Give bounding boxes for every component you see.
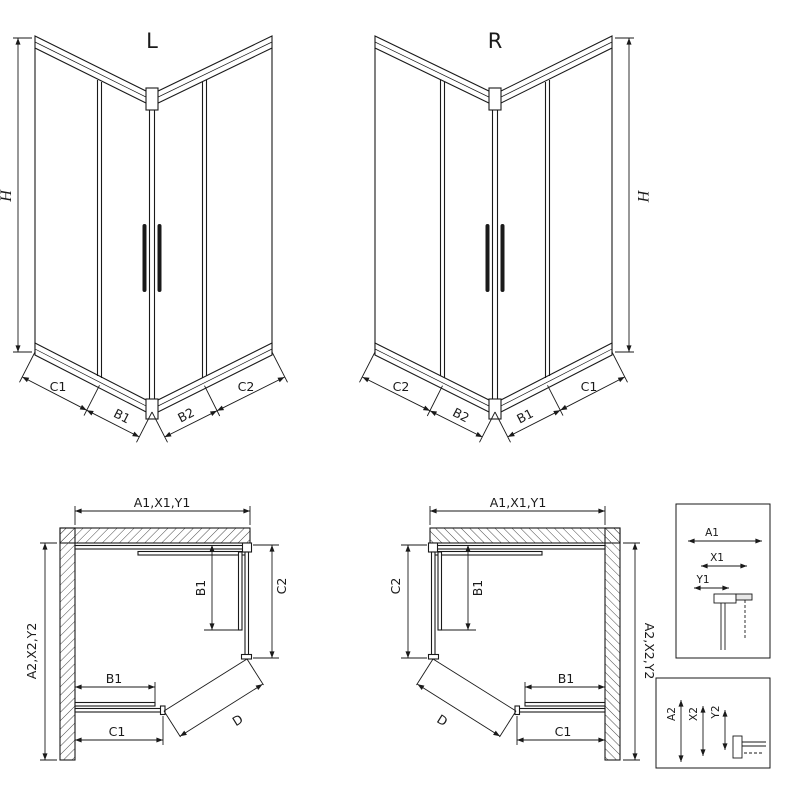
- iso-left-labels: L H C1 B1 B2 C2: [0, 29, 254, 426]
- variant-label-right: R: [488, 29, 503, 53]
- front-panel-dim-label: C1: [555, 724, 572, 739]
- iso-right-labels: R H C2 B2 B1 C1: [393, 29, 651, 426]
- profile-detail-bottom: A2 X2 Y2: [655, 677, 771, 769]
- side-door-dim-label: B1: [470, 580, 485, 597]
- plan-right-labels: A1,X1,Y1 A2,X2,Y2 B1 C2 B1 C1 D: [388, 495, 657, 739]
- detail-dim-x1: X1: [710, 552, 724, 564]
- entry-dim-label: D: [434, 711, 450, 729]
- profile-section-drawing: [732, 735, 766, 759]
- detail-dim-a2: A2: [666, 707, 678, 721]
- height-dim-label: H: [0, 189, 15, 203]
- detail-box: [675, 503, 771, 659]
- width-dim-label: A1,X1,Y1: [134, 495, 191, 510]
- height-dim-label: H: [634, 189, 651, 203]
- dim-label-b2: B2: [450, 405, 472, 426]
- variant-label-left: L: [146, 29, 158, 53]
- side-door-dim-label: B1: [193, 580, 208, 597]
- dim-label-b1: B1: [111, 406, 133, 427]
- dim-label-b1: B1: [514, 406, 536, 427]
- side-panel-dim-label: C2: [274, 578, 289, 595]
- dim-label-c2: C2: [393, 379, 410, 394]
- entry-dim-label: D: [230, 711, 246, 729]
- dim-label-c1: C1: [50, 379, 67, 394]
- depth-dim-label: A2,X2,Y2: [24, 623, 39, 680]
- dim-label-c1: C1: [581, 379, 598, 394]
- side-panel-dim-label: C2: [388, 578, 403, 595]
- front-door-dim-label: B1: [558, 671, 575, 686]
- dim-label-c2: C2: [238, 379, 255, 394]
- depth-dim-label: A2,X2,Y2: [642, 623, 657, 680]
- dim-label-b2: B2: [175, 405, 197, 426]
- detail-dim-x2: X2: [688, 707, 700, 721]
- front-panel-dim-label: C1: [109, 724, 126, 739]
- detail-dim-y1: Y1: [695, 574, 709, 586]
- profile-section-drawing: [713, 593, 753, 650]
- detail-box: [655, 677, 771, 769]
- plan-left-labels: A1,X1,Y1 A2,X2,Y2 B1 C2 B1 C1 D: [24, 495, 289, 739]
- front-door-dim-label: B1: [106, 671, 123, 686]
- width-dim-label: A1,X1,Y1: [490, 495, 547, 510]
- detail-dim-y2: Y2: [710, 705, 722, 719]
- detail-dim-a1: A1: [705, 527, 719, 539]
- profile-detail-top: A1 X1 Y1: [675, 503, 771, 659]
